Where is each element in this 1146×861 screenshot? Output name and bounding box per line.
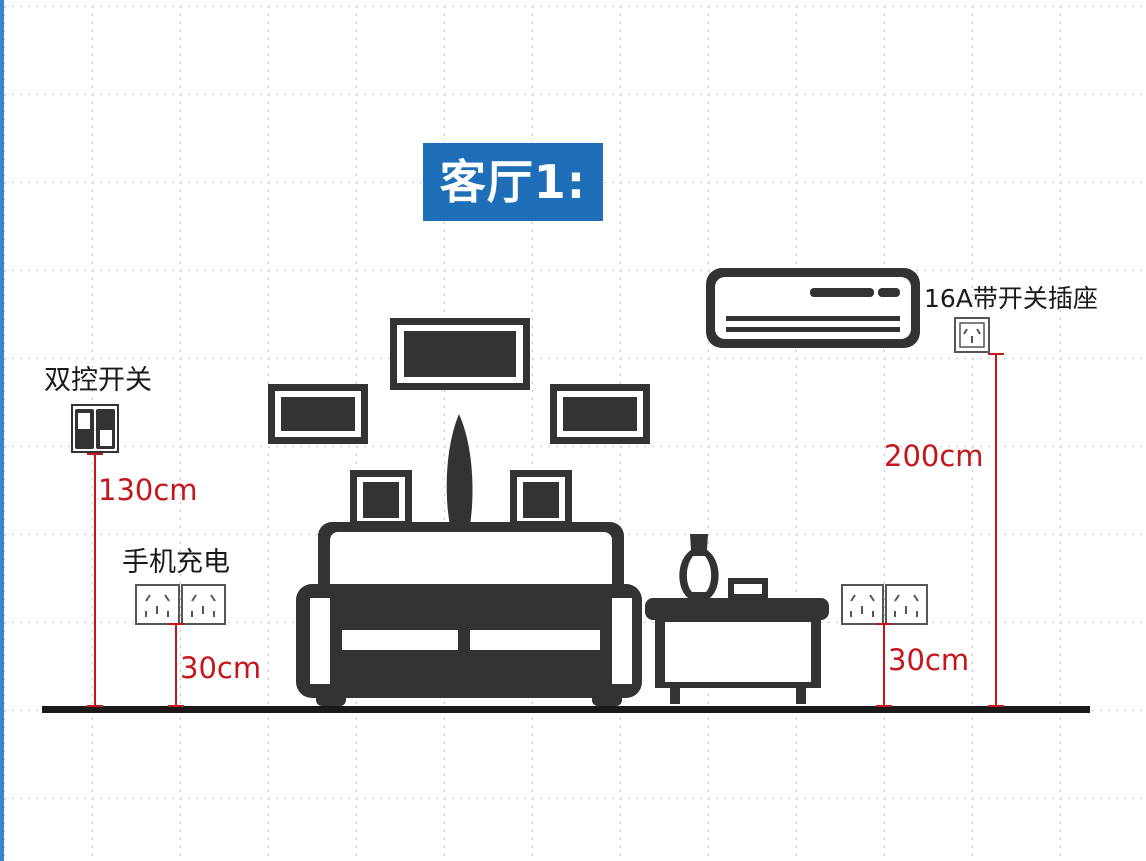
cushion-left [350,470,412,528]
side-socket-height-measure: 30cm [888,643,970,677]
side-socket-icon [841,584,928,625]
picture-frame-left [268,384,368,444]
tall-vase-icon [446,414,473,525]
switch-height-measure: 130cm [98,473,198,507]
picture-frame-top [390,318,530,390]
ac-socket-height-measure: 200cm [884,439,984,473]
floor-line [42,706,1090,713]
charging-height-measure: 30cm [180,651,262,685]
dual-switch-icon [71,404,119,453]
page-title: 客厅1: [423,143,603,221]
phone-charging-label: 手机充电 [122,547,230,578]
air-conditioner-icon [706,268,920,348]
measure-line-ac-socket [988,353,1004,707]
ac-socket-icon [954,317,990,353]
left-border-line [0,0,4,861]
picture-frame-right [550,384,650,444]
phone-charging-socket-icon [135,584,226,625]
sofa-icon [296,522,642,706]
side-table-icon [645,598,829,704]
measure-line-charging [168,623,184,707]
cushion-right [510,470,572,528]
measure-line-side-socket [876,623,892,707]
small-vase-highlight [686,556,712,592]
ac-socket-label: 16A带开关插座 [924,284,1098,313]
measure-line-switch [87,453,103,707]
dual-switch-label: 双控开关 [44,365,152,396]
